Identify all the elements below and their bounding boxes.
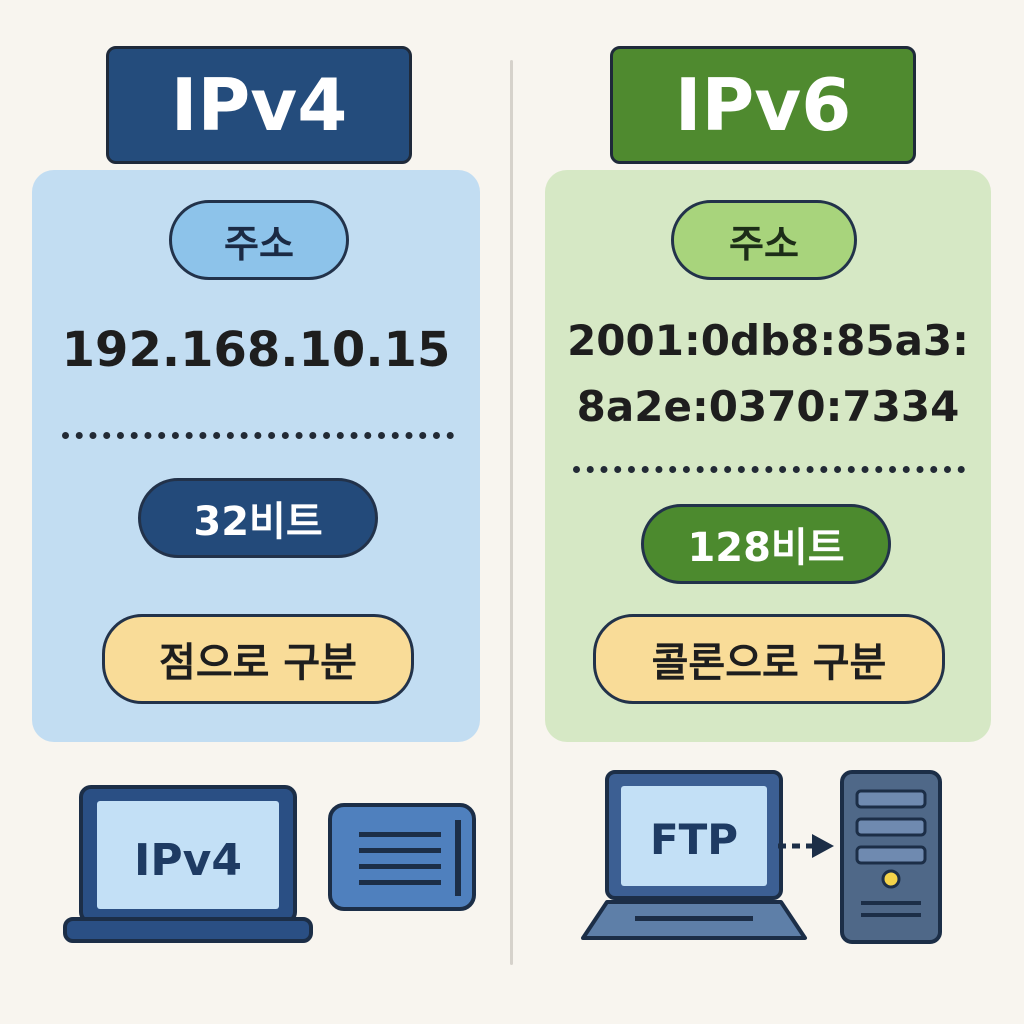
ipv6-title: IPv6 bbox=[610, 46, 916, 164]
center-divider bbox=[510, 60, 513, 965]
ipv4-separator-badge: 점으로 구분 bbox=[102, 614, 414, 704]
ipv6-panel: 주소 2001:0db8:85a3: 8a2e:0370:7334 128비트 … bbox=[545, 170, 991, 742]
ipv4-dotted-separator bbox=[62, 432, 454, 439]
ipv4-address-label: 주소 bbox=[169, 200, 349, 280]
ipv4-bits-badge: 32비트 bbox=[138, 478, 378, 558]
ipv6-address-line1: 2001:0db8:85a3: bbox=[567, 316, 969, 365]
ipv6-address-line2: 8a2e:0370:7334 bbox=[576, 382, 960, 431]
ipv6-laptop-screen-text: FTP bbox=[650, 815, 738, 864]
ipv4-title: IPv4 bbox=[106, 46, 412, 164]
ipv6-dotted-separator bbox=[573, 466, 965, 473]
ipv6-server-tower-icon bbox=[840, 770, 942, 944]
ipv6-separator-badge: 콜론으로 구분 bbox=[593, 614, 945, 704]
ipv4-panel: 주소 192.168.10.15 32비트 점으로 구분 bbox=[32, 170, 480, 742]
ipv6-bits-badge: 128비트 bbox=[641, 504, 891, 584]
ipv4-laptop-screen-text: IPv4 bbox=[134, 835, 242, 886]
ipv4-document-card-icon bbox=[328, 803, 476, 911]
ipv4-address: 192.168.10.15 bbox=[61, 322, 451, 378]
ipv6-laptop-icon: FTP bbox=[581, 770, 807, 940]
ipv4-laptop-icon: IPv4 bbox=[63, 785, 313, 943]
ipv6-arrow-right-icon bbox=[778, 834, 834, 858]
ipv6-address-label: 주소 bbox=[671, 200, 857, 280]
